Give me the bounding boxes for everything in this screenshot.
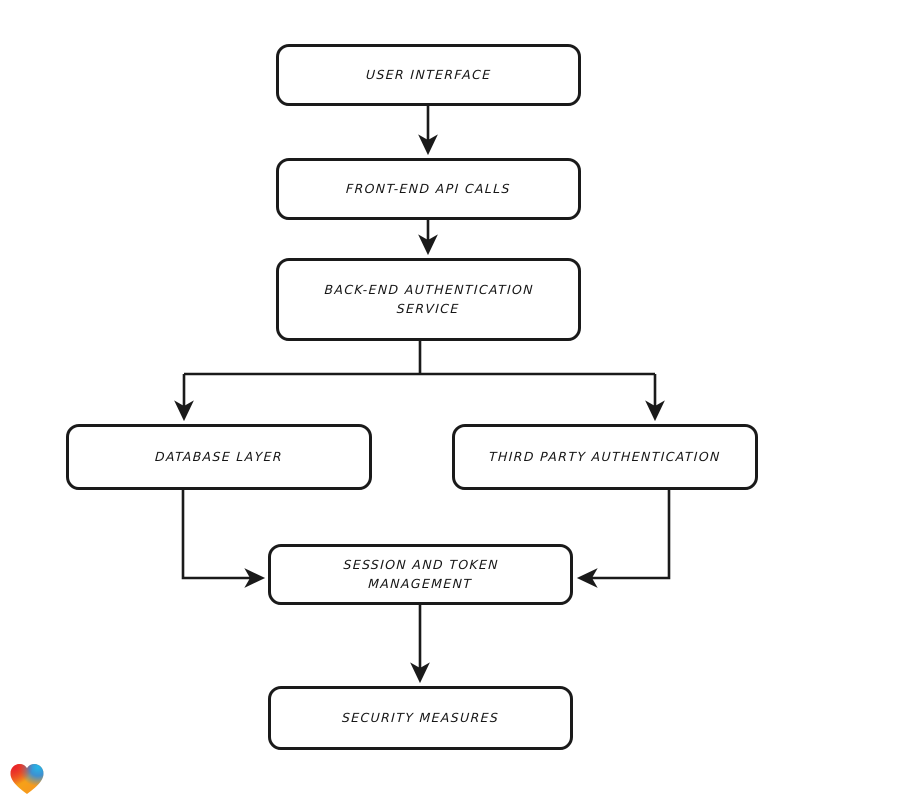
node-third-party-authentication[interactable]: Third Party Authentication	[452, 424, 758, 490]
edge-database-to-session	[181, 490, 266, 588]
node-database-layer[interactable]: Database Layer	[66, 424, 372, 490]
edge-third-party-to-session	[576, 490, 671, 588]
node-label: Back-end Authentication Service	[323, 282, 535, 317]
node-label: Session and Token Management	[342, 557, 500, 592]
node-session-and-token-management[interactable]: Session and Token Management	[268, 544, 573, 605]
node-user-interface[interactable]: User Interface	[276, 44, 581, 106]
node-security-measures[interactable]: Security Measures	[268, 686, 573, 750]
heart-icon	[10, 764, 44, 794]
node-label: Third Party Authentication	[488, 449, 722, 465]
node-label: Front-end API Calls	[345, 181, 512, 197]
node-label: User Interface	[365, 67, 492, 83]
node-label: Database Layer	[154, 449, 284, 465]
node-label: Security Measures	[341, 710, 500, 726]
node-frontend-api-calls[interactable]: Front-end API Calls	[276, 158, 581, 220]
node-backend-authentication-service[interactable]: Back-end Authentication Service	[276, 258, 581, 341]
